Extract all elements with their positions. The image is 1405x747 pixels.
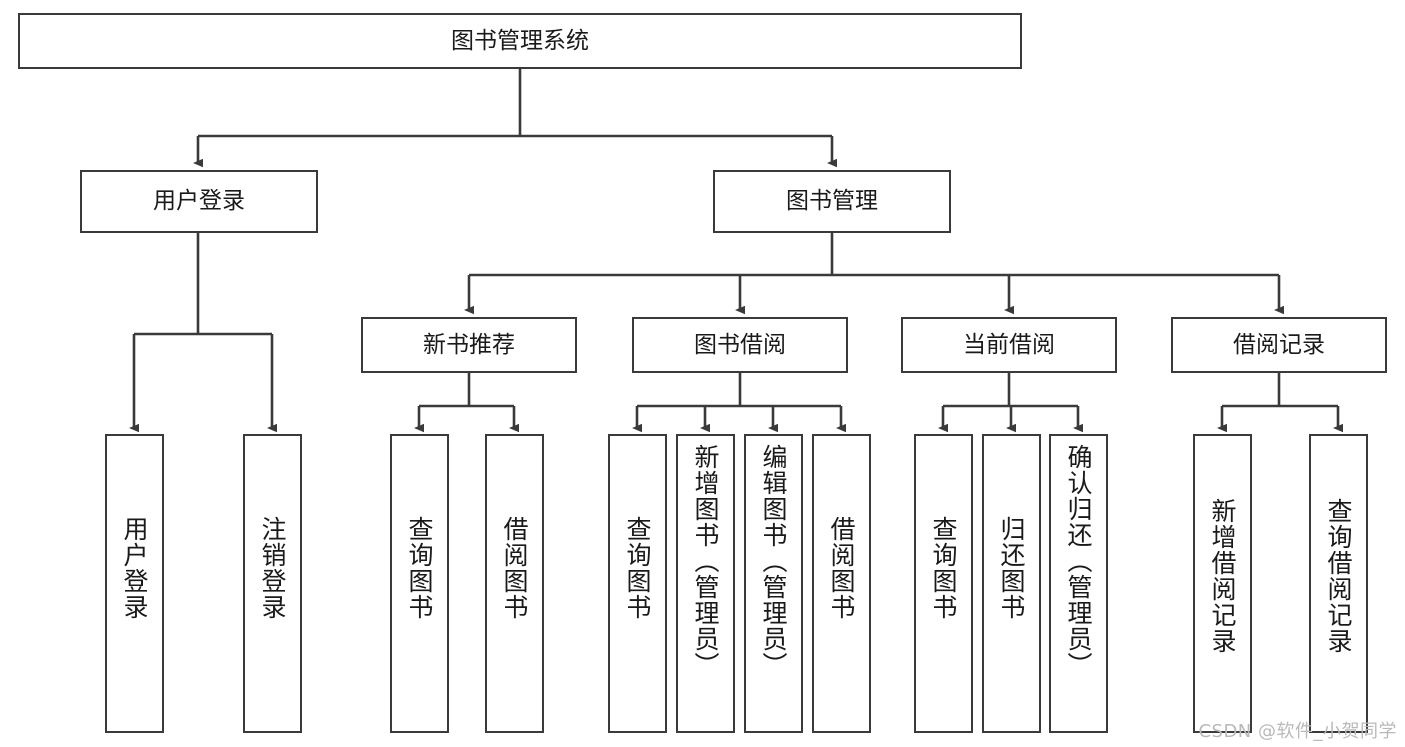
- node-root-label: 图书管理系统: [451, 27, 589, 54]
- leaf-user-login-signin[interactable]: 用户登录: [105, 434, 164, 733]
- node-book-management-label: 图书管理: [786, 188, 878, 215]
- leaf-borrow-record-add-record[interactable]: 新增借阅记录: [1193, 434, 1252, 733]
- node-book-management[interactable]: 图书管理: [713, 170, 951, 233]
- leaf-book-borrow-add-book[interactable]: 新增图书（管理员）: [676, 434, 735, 733]
- leaf-book-borrow-borrow-book-label: 借阅图书: [827, 516, 856, 620]
- leaf-new-book-borrow-book-label: 借阅图书: [500, 516, 529, 620]
- node-current-borrow-label: 当前借阅: [963, 331, 1055, 358]
- node-new-book-recommend-label: 新书推荐: [423, 331, 515, 358]
- leaf-new-book-borrow-book[interactable]: 借阅图书: [485, 434, 544, 733]
- leaf-current-borrow-return-book[interactable]: 归还图书: [982, 434, 1041, 733]
- node-book-borrow[interactable]: 图书借阅: [632, 317, 848, 373]
- leaf-book-borrow-edit-book-label: 编辑图书（管理员）: [759, 444, 788, 678]
- leaf-borrow-record-query-record-label: 查询借阅记录: [1324, 498, 1353, 654]
- leaf-new-book-query-book-label: 查询图书: [405, 516, 434, 620]
- node-new-book-recommend[interactable]: 新书推荐: [361, 317, 577, 373]
- leaf-current-borrow-return-book-label: 归还图书: [997, 516, 1026, 620]
- leaf-book-borrow-add-book-label: 新增图书（管理员）: [691, 444, 720, 678]
- leaf-current-borrow-query-book-label: 查询图书: [929, 516, 958, 620]
- leaf-user-login-signin-label: 用户登录: [120, 516, 149, 620]
- node-current-borrow[interactable]: 当前借阅: [901, 317, 1117, 373]
- csdn-watermark: CSDN @软件_小贺同学: [1198, 721, 1397, 742]
- leaf-current-borrow-confirm-return-label: 确认归还（管理员）: [1064, 444, 1093, 678]
- leaf-borrow-record-add-record-label: 新增借阅记录: [1208, 498, 1237, 654]
- leaf-borrow-record-query-record[interactable]: 查询借阅记录: [1309, 434, 1368, 733]
- node-borrow-record-label: 借阅记录: [1233, 331, 1325, 358]
- leaf-user-login-signout-label: 注销登录: [258, 516, 287, 620]
- leaf-book-borrow-edit-book[interactable]: 编辑图书（管理员）: [744, 434, 803, 733]
- leaf-current-borrow-confirm-return[interactable]: 确认归还（管理员）: [1049, 434, 1108, 733]
- leaf-book-borrow-query-book[interactable]: 查询图书: [608, 434, 667, 733]
- leaf-new-book-query-book[interactable]: 查询图书: [390, 434, 449, 733]
- leaf-current-borrow-query-book[interactable]: 查询图书: [914, 434, 973, 733]
- node-root-library-management-system[interactable]: 图书管理系统: [18, 13, 1022, 69]
- leaf-book-borrow-query-book-label: 查询图书: [623, 516, 652, 620]
- node-user-login[interactable]: 用户登录: [80, 170, 318, 233]
- node-book-borrow-label: 图书借阅: [694, 331, 786, 358]
- leaf-book-borrow-borrow-book[interactable]: 借阅图书: [812, 434, 871, 733]
- leaf-user-login-signout[interactable]: 注销登录: [243, 434, 302, 733]
- node-borrow-record[interactable]: 借阅记录: [1171, 317, 1387, 373]
- node-user-login-label: 用户登录: [153, 188, 245, 215]
